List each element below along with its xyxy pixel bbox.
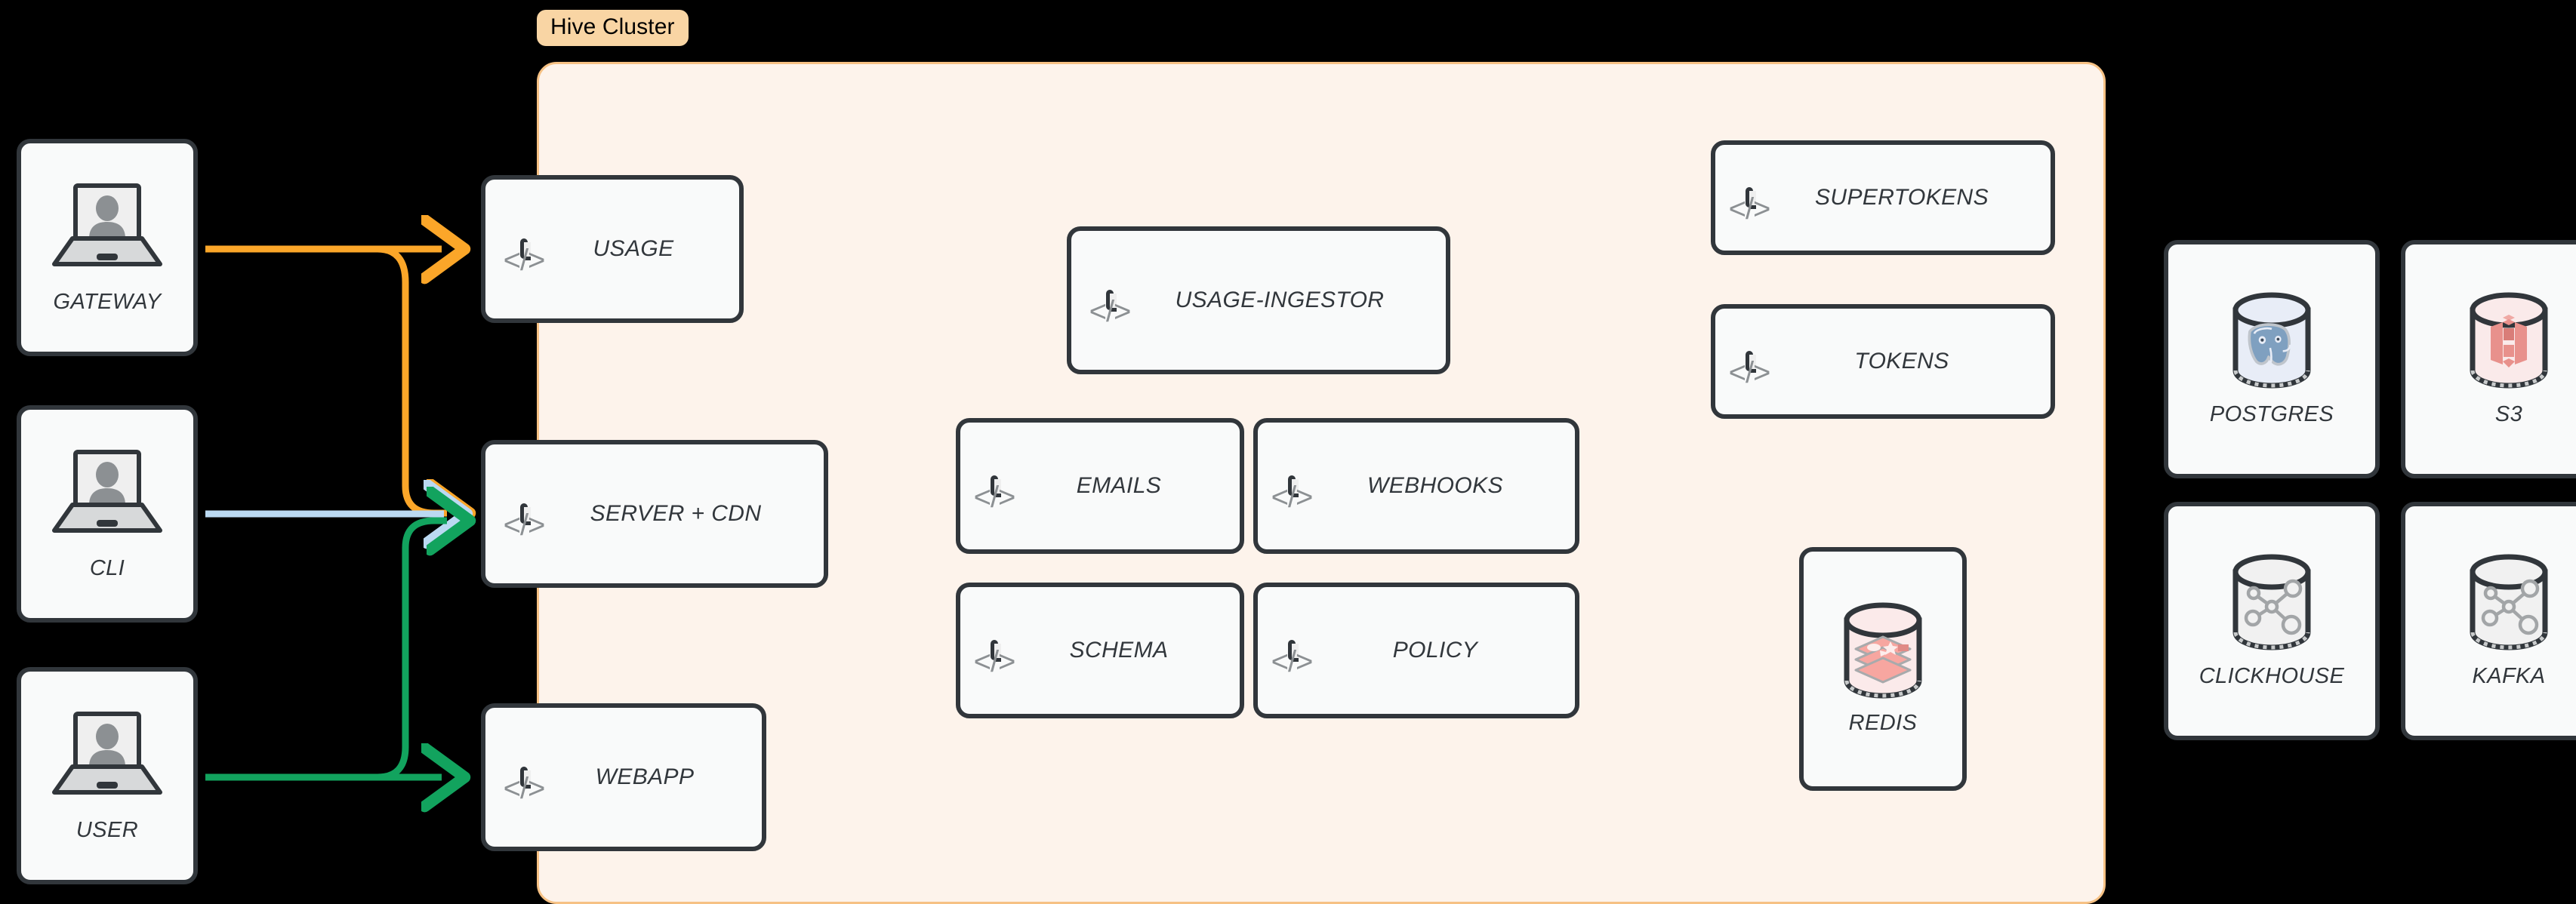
service-label-emails: EMAILS	[1076, 473, 1162, 498]
service-label-webapp: WEBAPP	[595, 764, 695, 789]
store-label-clickhouse: CLICKHOUSE	[2199, 663, 2345, 688]
service-node-webapp[interactable]: </> WEBAPP	[481, 703, 766, 851]
service-node-redis[interactable]: REDIS	[1799, 547, 1967, 791]
service-node-webhooks[interactable]: </> WEBHOOKS	[1253, 418, 1579, 554]
store-label-s3: S3	[2494, 401, 2523, 426]
service-node-emails[interactable]: </> EMAILS	[956, 418, 1244, 554]
client-node-gateway[interactable]: GATEWAY	[17, 139, 198, 356]
store-label-postgres: POSTGRES	[2209, 401, 2334, 426]
code-window-icon: </>	[974, 475, 1015, 514]
code-window-icon: </>	[1729, 351, 1770, 389]
service-node-tokens[interactable]: </> TOKENS	[1711, 304, 2055, 419]
wire-gateway-to-server-cdn	[205, 245, 447, 513]
hive-cluster-tag: Hive Cluster	[537, 10, 689, 46]
code-window-icon: </>	[1271, 475, 1313, 514]
laptop-user-icon	[50, 181, 165, 270]
store-node-clickhouse[interactable]: CLICKHOUSE	[2164, 502, 2380, 740]
code-window-icon: </>	[504, 238, 545, 277]
postgres-cylinder-icon	[2226, 292, 2317, 389]
client-node-cli[interactable]: CLI	[17, 405, 198, 623]
graph-cylinder-icon	[2464, 554, 2554, 650]
service-label-usage: USAGE	[593, 236, 674, 261]
store-node-kafka[interactable]: KAFKA	[2401, 502, 2576, 740]
code-window-icon: </>	[504, 503, 545, 542]
store-node-postgres[interactable]: POSTGRES	[2164, 240, 2380, 478]
code-window-icon: </>	[1271, 640, 1313, 678]
s3-cylinder-icon	[2464, 292, 2554, 389]
code-window-icon: </>	[504, 767, 545, 805]
client-label-cli: CLI	[89, 555, 125, 580]
service-node-supertokens[interactable]: </> SUPERTOKENS	[1711, 140, 2055, 255]
store-label-kafka: KAFKA	[2472, 663, 2546, 688]
redis-cylinder-icon	[1838, 602, 1928, 699]
service-node-policy[interactable]: </> POLICY	[1253, 583, 1579, 718]
code-window-icon: </>	[1729, 187, 1770, 226]
service-label-tokens: TOKENS	[1854, 349, 1949, 374]
service-label-redis: REDIS	[1848, 711, 1918, 735]
service-label-usage-ingestor: USAGE-INGESTOR	[1175, 287, 1385, 312]
laptop-user-icon	[50, 447, 165, 537]
code-window-icon: </>	[974, 640, 1015, 678]
service-label-policy: POLICY	[1392, 638, 1478, 663]
service-label-server-cdn: SERVER + CDN	[590, 501, 762, 526]
store-node-s3[interactable]: S3	[2401, 240, 2576, 478]
graph-cylinder-icon	[2226, 554, 2317, 650]
service-label-webhooks: WEBHOOKS	[1367, 473, 1503, 498]
service-label-schema: SCHEMA	[1069, 638, 1169, 663]
client-node-user[interactable]: USER	[17, 667, 198, 884]
code-window-icon: </>	[1089, 290, 1131, 328]
wire-user-to-server-cdn	[205, 521, 447, 781]
service-node-schema[interactable]: </> SCHEMA	[956, 583, 1244, 718]
laptop-user-icon	[50, 709, 165, 798]
service-node-usage[interactable]: </> USAGE	[481, 175, 744, 323]
service-label-supertokens: SUPERTOKENS	[1814, 185, 1989, 210]
client-label-gateway: GATEWAY	[53, 289, 162, 314]
client-label-user: USER	[75, 817, 139, 842]
service-node-usage-ingestor[interactable]: </> USAGE-INGESTOR	[1067, 226, 1450, 374]
service-node-server-cdn[interactable]: </> SERVER + CDN	[481, 440, 828, 588]
